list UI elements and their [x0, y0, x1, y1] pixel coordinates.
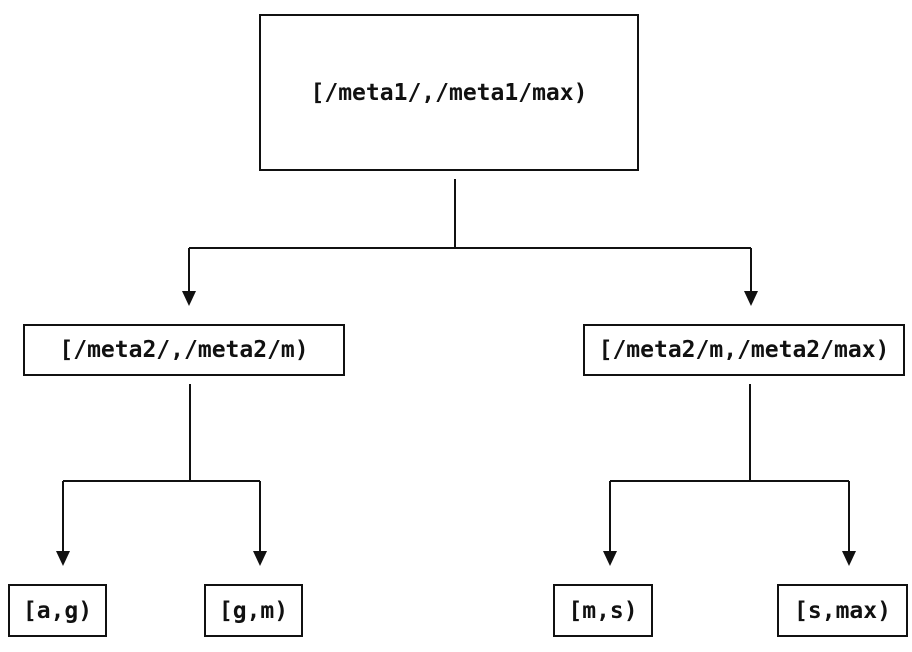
tree-node-meta2-right: [/meta2/m,/meta2/max): [583, 324, 905, 376]
edge-midleft-children: [56, 384, 267, 566]
arrow-down-icon: [182, 291, 196, 306]
tree-node-leaf-smax: [s,max): [777, 584, 908, 637]
edge-root-stem: [188, 179, 752, 291]
arrow-down-icon: [842, 551, 856, 566]
tree-node-leaf-gm: [g,m): [204, 584, 303, 637]
arrow-down-icon: [603, 551, 617, 566]
tree-node-leaf-ag: [a,g): [8, 584, 107, 637]
edge-midleft-stem: [62, 384, 261, 551]
tree-node-leaf-ms: [m,s): [553, 584, 653, 637]
arrow-down-icon: [253, 551, 267, 566]
arrow-down-icon: [744, 291, 758, 306]
tree-node-root: [/meta1/,/meta1/max): [259, 14, 639, 171]
edge-midright-children: [603, 384, 856, 566]
tree-node-meta2-left: [/meta2/,/meta2/m): [23, 324, 345, 376]
edge-root-children: [182, 179, 758, 306]
edge-midright-stem: [609, 384, 850, 551]
arrow-down-icon: [56, 551, 70, 566]
